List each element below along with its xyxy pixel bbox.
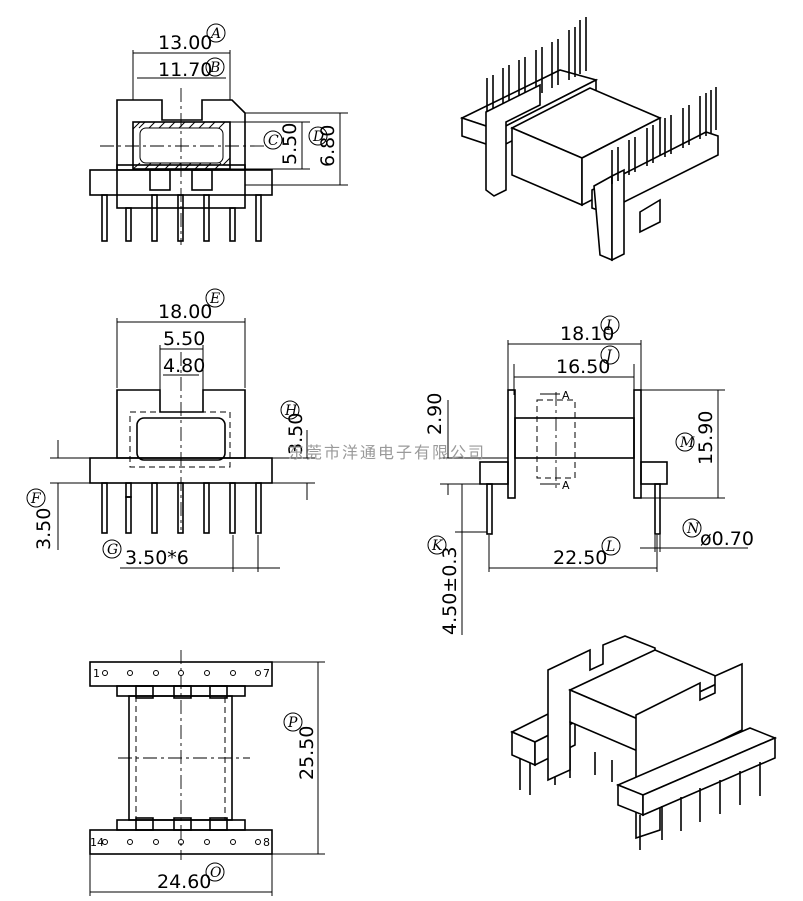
dim-j-value: 16.50 [556, 356, 610, 378]
isometric-view-top [459, 17, 719, 262]
dim-e-value: 18.00 [158, 301, 212, 323]
dim-m-value: 15.90 [695, 411, 717, 465]
watermark-text: 东莞市洋通电子有限公司 [288, 443, 486, 462]
isometric-view-bottom [510, 635, 778, 850]
label-b: B [209, 60, 220, 76]
pin-1-label: 1 [93, 667, 100, 680]
dim-2-90: 2.90 [424, 393, 446, 435]
section-a-top: A [562, 389, 570, 402]
top-view: 13.00 A 11.70 B [89, 23, 348, 245]
label-n: N [686, 521, 700, 537]
label-g: G [107, 542, 118, 558]
label-e: E [209, 291, 220, 307]
dim-o-value: 24.60 [157, 871, 211, 893]
dim-i-value: 18.10 [560, 323, 614, 345]
label-p: P [287, 715, 298, 731]
label-f: F [30, 491, 42, 507]
dim-p-value: 25.50 [296, 726, 318, 780]
pin-14-label: 14 [90, 836, 104, 849]
section-a-bottom: A [562, 479, 570, 492]
pin-8-label: 8 [263, 836, 270, 849]
label-h: H [284, 403, 298, 419]
dim-c-value: 5.50 [279, 123, 301, 165]
label-k: K [431, 538, 444, 554]
bottom-view: 1 7 14 8 25.50 P 24.60 O [89, 650, 325, 896]
dim-f-value: 3.50 [33, 508, 55, 550]
front-view: 18.00 E 5.50 4.80 3.50 H [26, 288, 315, 572]
label-m: M [679, 435, 695, 451]
dim-k-value: 4.50±0.3 [439, 547, 461, 635]
label-o: O [210, 865, 222, 881]
label-i: I [605, 318, 612, 334]
dim-b-value: 11.70 [158, 59, 212, 81]
label-a: A [209, 26, 221, 42]
label-l: L [605, 539, 615, 555]
dim-g-value: 3.50*6 [125, 547, 189, 569]
label-c: C [268, 133, 279, 149]
dim-h-value: 3.50 [285, 413, 307, 455]
side-view: 18.10 I 16.50 J A A 2.90 [424, 315, 754, 635]
label-j: J [603, 348, 613, 364]
label-a-circle [206, 23, 226, 43]
dim-d-value: 6.80 [317, 125, 339, 167]
dim-n-value: ø0.70 [700, 528, 754, 550]
dim-a-value: 13.00 [158, 32, 212, 54]
dim-l-value: 22.50 [553, 547, 607, 569]
dim-inner-2: 4.80 [163, 355, 205, 377]
dim-inner-1: 5.50 [163, 328, 205, 350]
pin-7-label: 7 [263, 667, 270, 680]
label-d: D [312, 129, 324, 145]
